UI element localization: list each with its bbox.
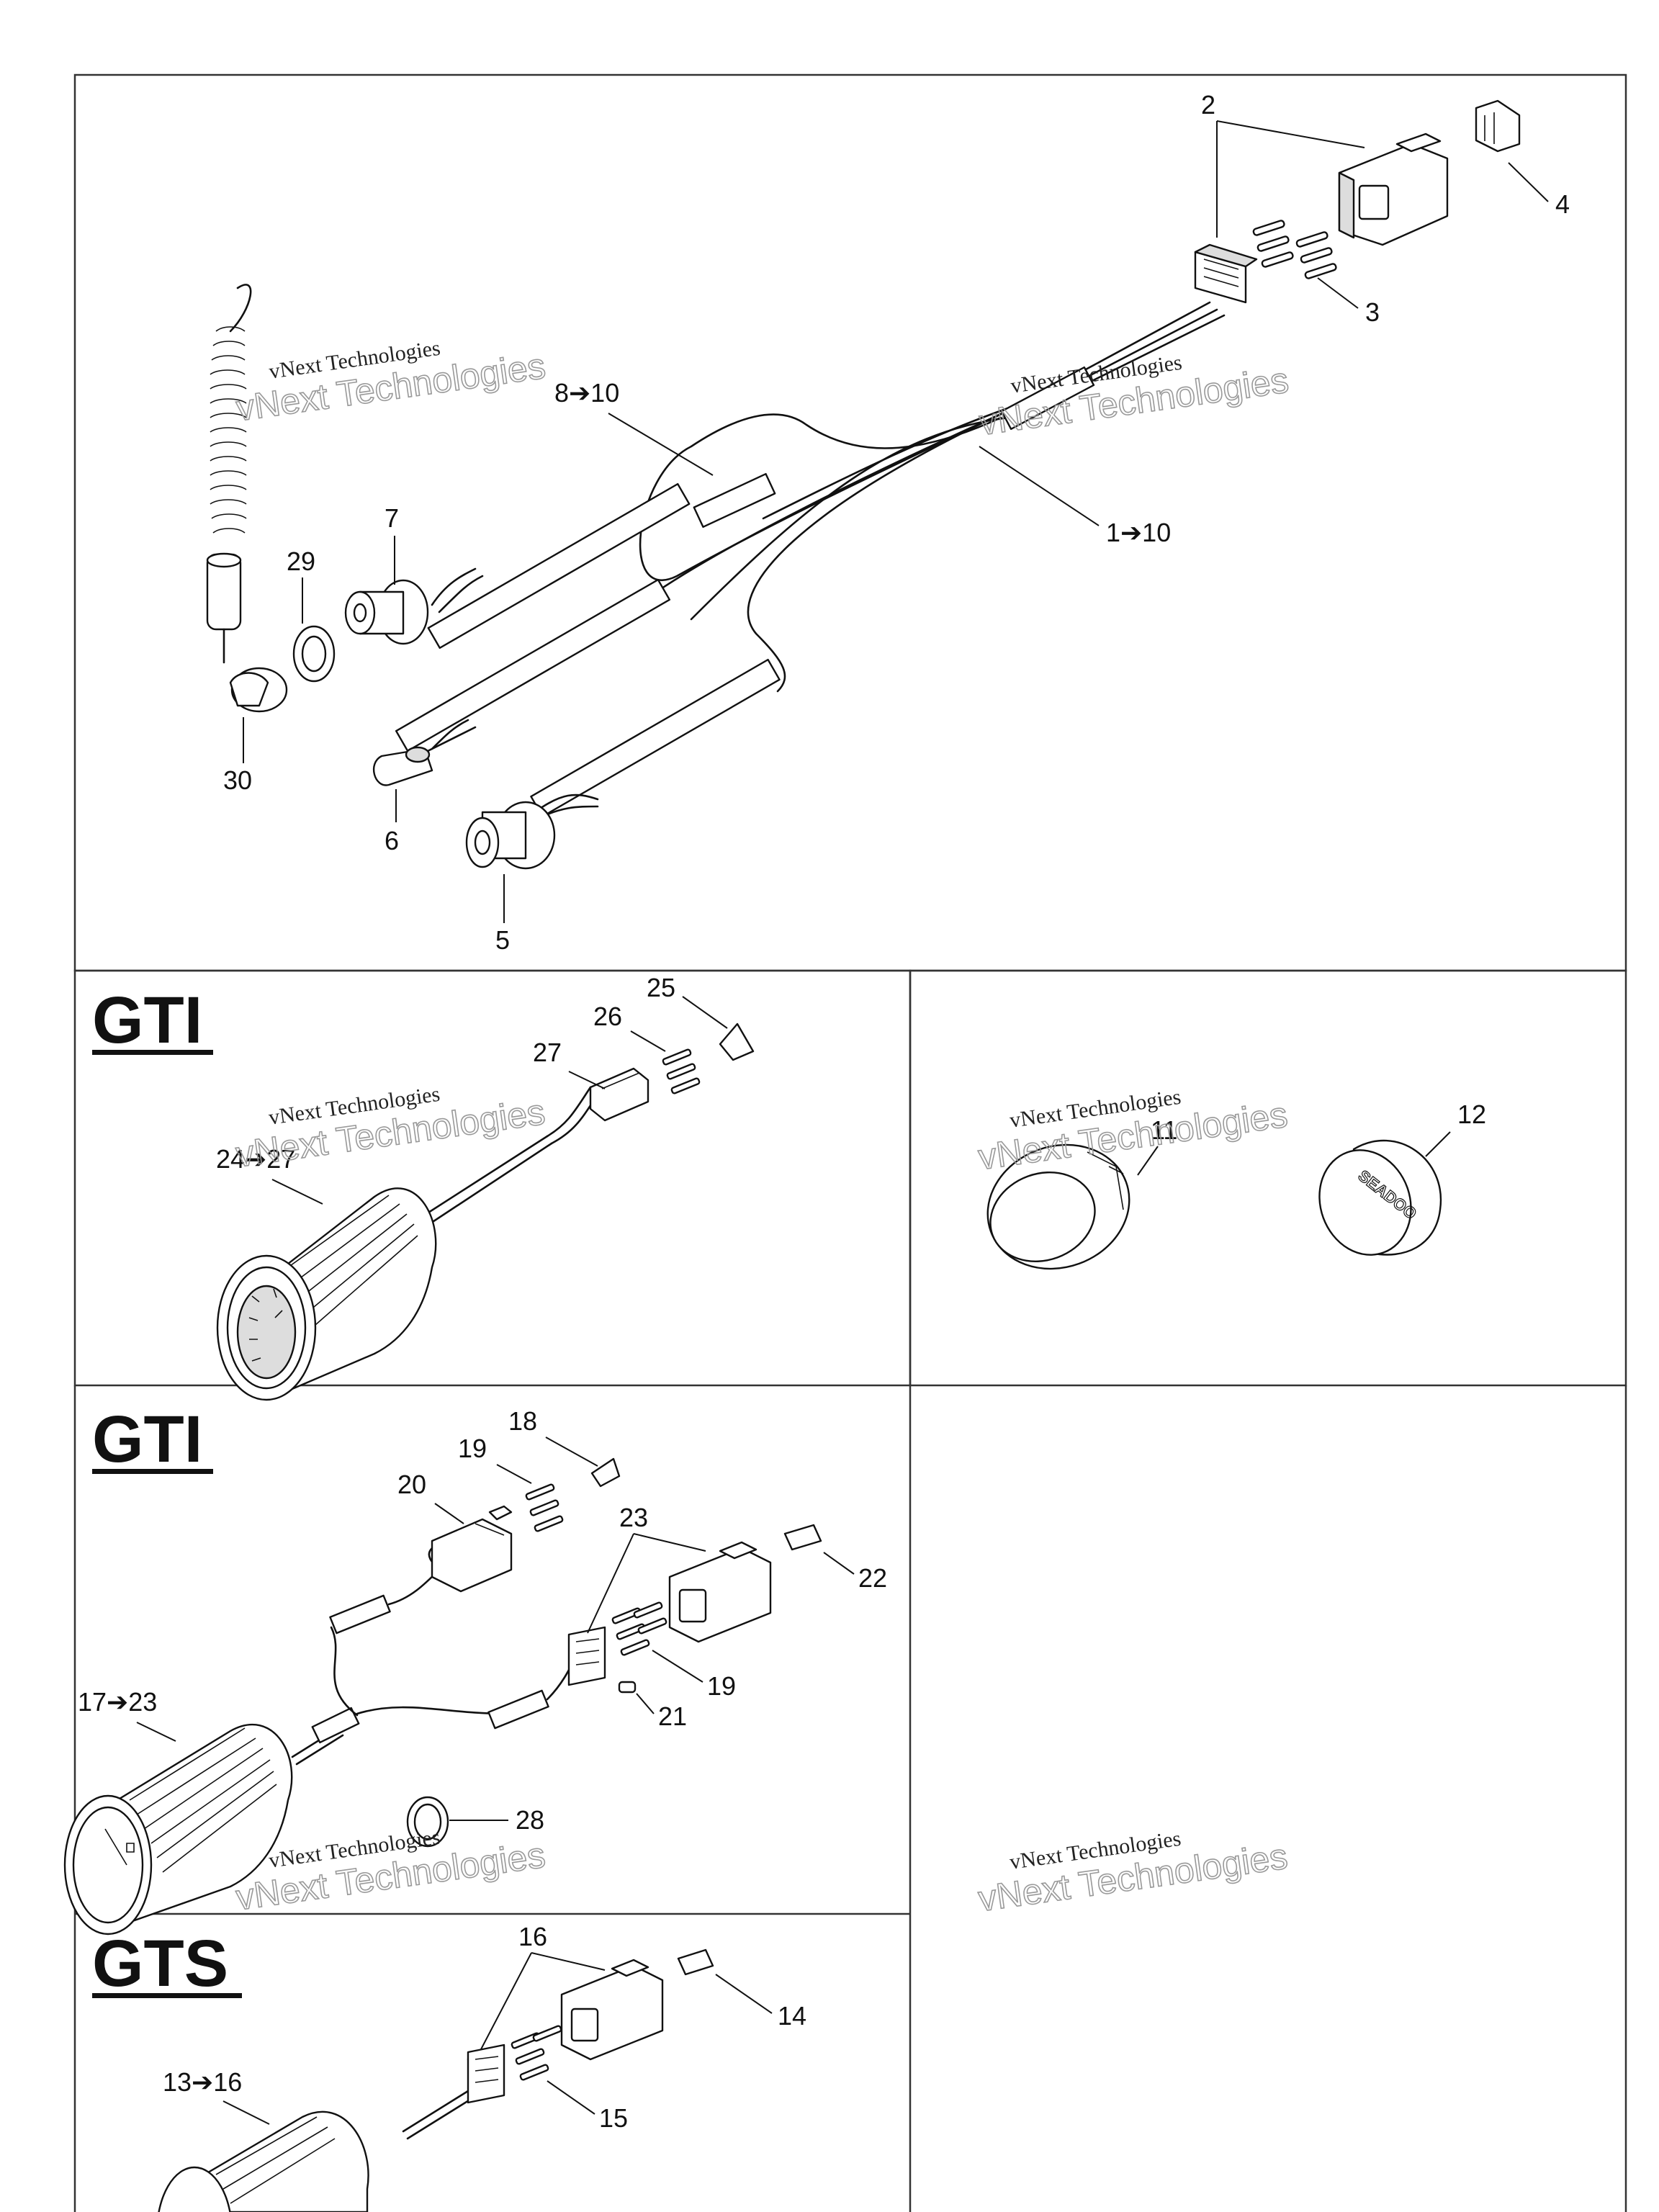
callout-19a: 19 [458,1434,487,1463]
wedge-14 [677,1948,714,1976]
callout-24-27: 24➔27 [216,1144,295,1174]
main-harness-wires [639,301,1226,693]
top-panel-callouts: 2 4 3 8➔10 1➔10 7 29 30 6 5 [223,90,1570,955]
item-30-lanyard [206,284,288,713]
wedge-lock [1475,99,1521,153]
callout-1-10: 1➔10 [1106,518,1171,547]
item-7-plug [344,567,484,645]
section-gti-top: GTI [92,984,213,1057]
callout-7: 7 [385,503,399,533]
main-connector-assembly [1194,99,1521,304]
callout-11: 11 [1151,1115,1177,1145]
callout-15: 15 [599,2103,628,2133]
item-5-sensor [465,793,599,870]
watermark-6: vNext Technologies vNext Technologies [975,1827,1290,1920]
pins-15 [511,2025,562,2081]
watermark-3: vNext Technologies vNext Technologies [233,1082,548,1176]
connector-16 [467,1959,664,2104]
callout-29: 29 [287,547,315,576]
wedge-25 [719,1022,755,1061]
callout-4: 4 [1555,189,1570,219]
section-heading-gti: GTI [92,984,202,1057]
terminal-pins [1252,220,1337,279]
gauge-17-23 [63,1568,577,1936]
watermark-4: vNext Technologies vNext Technologies [975,1085,1290,1178]
callout-26: 26 [593,1002,622,1031]
callout-20: 20 [397,1470,426,1499]
section-gti-bottom: GTI [92,1403,213,1476]
watermark-2: vNext Technologies vNext Technologies [976,351,1292,444]
callout-22: 22 [858,1563,887,1593]
callout-3: 3 [1365,297,1380,327]
callout-12: 12 [1457,1100,1486,1129]
pins-19-upper [525,1483,564,1532]
gts-callouts: 13➔16 16 14 15 [163,1922,806,2133]
callout-5: 5 [495,925,510,955]
callout-8-10: 8➔10 [554,378,619,408]
gti-top-callouts: 24➔27 27 26 25 [216,973,728,1205]
connector-housing [1338,132,1449,246]
callout-27: 27 [533,1038,562,1067]
bezel-callouts: 11 12 [1137,1100,1486,1176]
bezel-11 [986,1143,1130,1270]
callout-30: 30 [223,765,252,795]
section-heading-gti-2: GTI [92,1403,202,1476]
connector-27 [589,1067,649,1122]
section-heading-gts: GTS [92,1927,228,2000]
callout-23: 23 [619,1503,648,1532]
callout-6: 6 [385,826,399,855]
watermark-1: vNext Technologies vNext Technologies [233,336,549,430]
callout-13-16: 13➔16 [163,2067,242,2097]
plug-21 [618,1681,637,1694]
connector-20 [428,1505,513,1593]
item-29-ring [292,625,336,683]
callout-2: 2 [1201,90,1215,120]
section-gts: GTS [92,1927,242,2000]
wedge-22 [783,1524,822,1551]
connector-23 [567,1541,772,1686]
callout-21: 21 [658,1701,687,1731]
gti-lower-callouts: 17➔23 18 19 20 23 22 19 21 28 [78,1406,887,1835]
harness-sleeves [395,366,1095,818]
item-6-terminal [373,719,477,786]
callout-17-23: 17➔23 [78,1687,157,1717]
callout-18: 18 [508,1406,537,1436]
pins-19-lower [611,1601,667,1656]
pins-26 [662,1048,701,1094]
wedge-18 [590,1457,621,1488]
callout-25: 25 [647,973,675,1002]
panel-frames [73,73,1627,2212]
cap-12: SEADOO [1318,1139,1442,1256]
watermarks: vNext Technologies vNext Technologies vN… [233,336,1292,1920]
callout-16: 16 [518,1922,547,1951]
gauge-13-16 [158,2058,482,2212]
ring-28 [406,1796,449,1848]
callout-19b: 19 [707,1671,736,1701]
callout-28: 28 [516,1805,544,1835]
gauge-24-27 [216,1086,599,1401]
callout-14: 14 [778,2001,806,2031]
